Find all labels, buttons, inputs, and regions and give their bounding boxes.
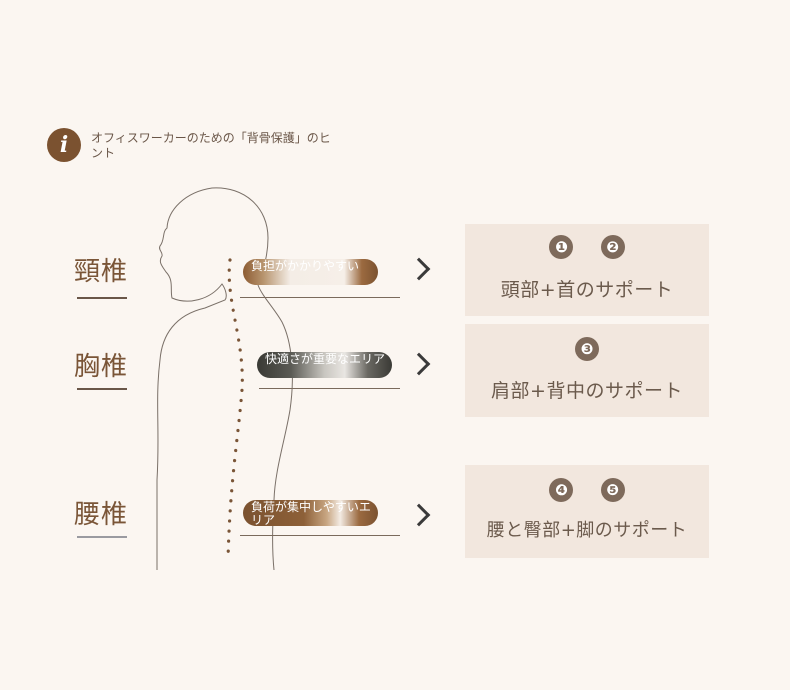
- support-card-shoulder-back: ❸ 肩部+背中のサポート: [465, 324, 709, 417]
- region-underline: [77, 388, 127, 390]
- pill-underline: [259, 388, 400, 389]
- number-badges: ❶ ❷: [465, 235, 709, 259]
- number-badge: ❷: [600, 235, 625, 259]
- pill-underline: [240, 535, 400, 536]
- header-title: オフィスワーカーのための「背骨保護」のヒント: [91, 131, 331, 160]
- support-card-waist-hip-leg: ❹ ❺ 腰と臀部+脚のサポート: [465, 465, 709, 558]
- region-label-cervical: 頸椎: [74, 257, 129, 287]
- card-label: 腰と臀部+脚のサポート: [486, 520, 688, 541]
- pill-cervical: 負担がかかりやすい: [243, 259, 378, 285]
- info-icon: i: [47, 128, 81, 162]
- region-label-thoracic: 胸椎: [74, 352, 129, 382]
- card-label: 頭部+首のサポート: [500, 279, 674, 301]
- support-card-head-neck: ❶ ❷ 頭部+首のサポート: [465, 224, 709, 316]
- card-label: 肩部+背中のサポート: [491, 380, 683, 402]
- spine-dots: [226, 258, 244, 562]
- region-underline: [77, 297, 127, 299]
- region-label-lumbar: 腰椎: [74, 500, 129, 530]
- pill-thoracic: 快適さが重要なエリア: [257, 352, 392, 378]
- number-badge: ❹: [549, 478, 574, 502]
- pill-text: 負担がかかりやすい: [251, 259, 360, 273]
- number-badge: ❸: [575, 337, 599, 361]
- number-badge: ❺: [600, 478, 625, 502]
- pill-underline: [240, 297, 400, 298]
- pill-text: 負荷が集中しやすいエリア: [251, 500, 371, 527]
- pill-text: 快適さが重要なエリア: [265, 352, 386, 366]
- number-badges: ❹ ❺: [465, 478, 709, 502]
- region-underline: [77, 536, 127, 538]
- number-badges: ❸: [465, 337, 709, 361]
- pill-lumbar: 負荷が集中しやすいエリア: [243, 500, 378, 526]
- number-badge: ❶: [549, 235, 574, 259]
